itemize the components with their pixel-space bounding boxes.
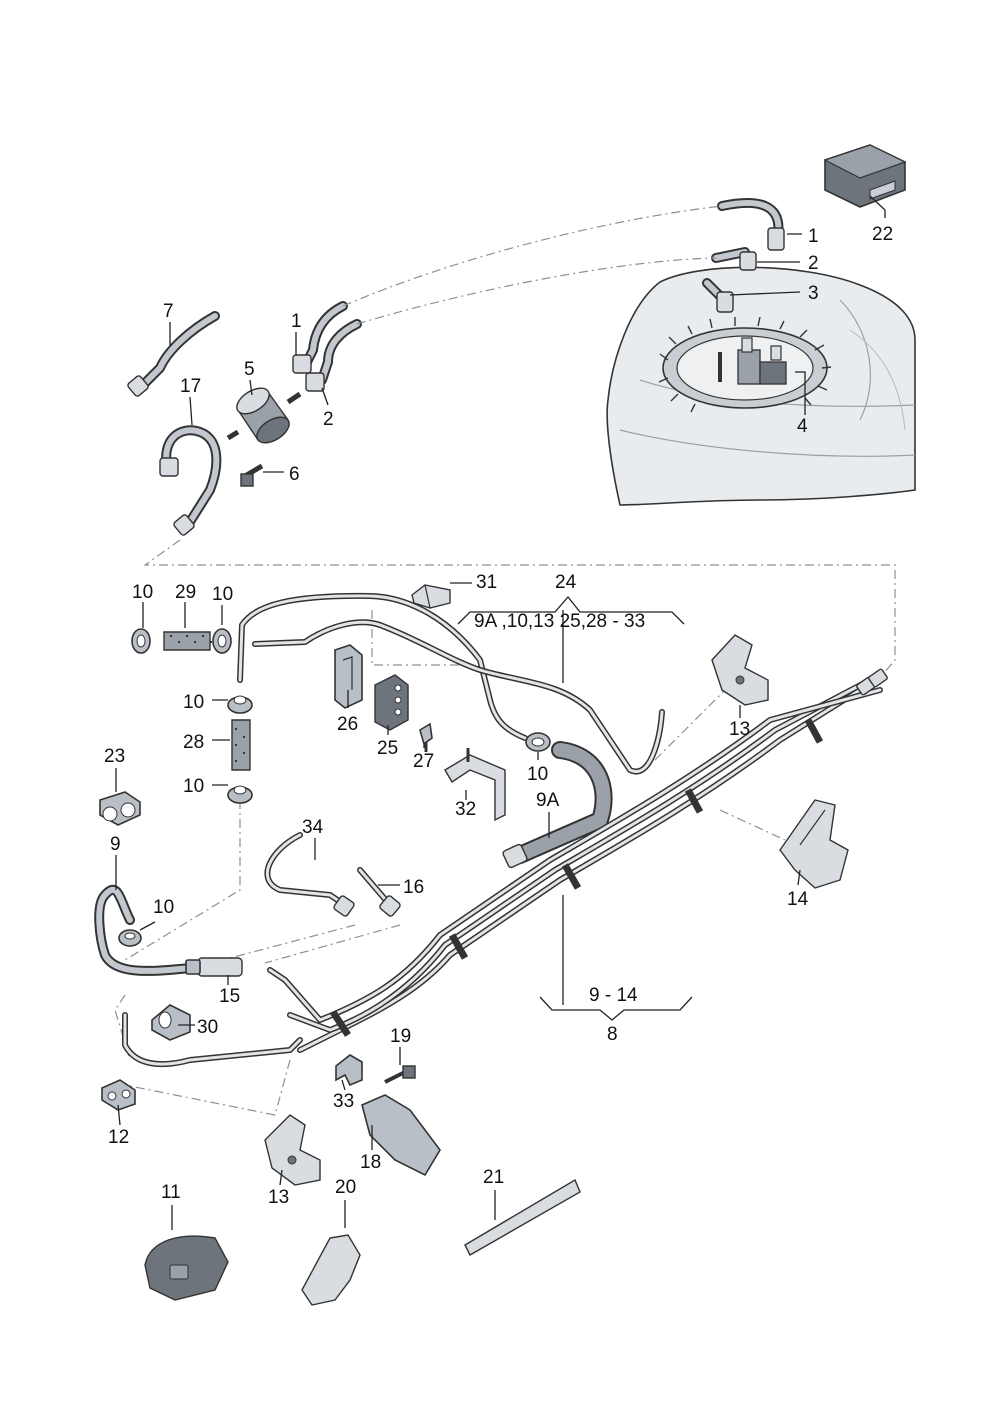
clamp-10-c <box>227 695 253 714</box>
connector-15 <box>185 957 243 977</box>
cover-18 <box>361 1094 441 1177</box>
bolt-19 <box>384 1065 416 1084</box>
label-9A: 9A <box>536 790 560 811</box>
hose-9A <box>502 741 613 869</box>
connector-3 <box>702 278 734 313</box>
label-4: 4 <box>797 416 808 437</box>
clip-30 <box>151 1004 191 1041</box>
label-1-left: 1 <box>291 311 302 332</box>
label-23: 23 <box>104 746 125 767</box>
bracket-32 <box>444 748 506 822</box>
tank-ring-teeth <box>658 316 832 413</box>
screw-6 <box>240 463 264 487</box>
clamp-10-e <box>525 732 551 752</box>
label-10-e: 10 <box>527 764 548 785</box>
clamp-10-d <box>227 785 253 804</box>
label-13-right: 13 <box>729 719 750 740</box>
hose-34 <box>264 832 355 917</box>
label-25: 25 <box>377 738 398 759</box>
label-10-d: 10 <box>183 776 204 797</box>
rail-21 <box>464 1178 581 1256</box>
label-20: 20 <box>335 1177 356 1198</box>
connection-lines <box>114 205 896 1116</box>
hose-7 <box>127 311 220 397</box>
clip-12 <box>101 1079 136 1111</box>
part-labels: 1 2 3 4 22 7 1 5 2 17 6 10 29 10 31 24 9… <box>104 224 893 1208</box>
label-21: 21 <box>483 1167 504 1188</box>
label-8: 8 <box>607 1024 618 1045</box>
group-bracket-8 <box>539 996 693 1021</box>
bundle-clips <box>330 718 824 1037</box>
group-bracket-24 <box>457 595 685 625</box>
connector-2-top <box>711 247 757 271</box>
label-13-bottom: 13 <box>268 1187 289 1208</box>
bracket-13-right <box>711 634 769 706</box>
label-3: 3 <box>808 283 819 304</box>
group-8-contents: 9 - 14 <box>589 985 638 1006</box>
label-24: 24 <box>555 572 577 593</box>
hose-17 <box>159 425 222 536</box>
label-32: 32 <box>455 799 476 820</box>
label-10-f: 10 <box>153 897 174 918</box>
label-33: 33 <box>333 1091 354 1112</box>
bolt-27 <box>419 722 433 752</box>
label-17: 17 <box>180 376 201 397</box>
label-12: 12 <box>108 1127 129 1148</box>
label-26: 26 <box>337 714 358 735</box>
label-29: 29 <box>175 582 196 603</box>
label-2-left: 2 <box>323 409 334 430</box>
label-10-b: 10 <box>212 584 233 605</box>
cover-11 <box>144 1235 229 1301</box>
supply-hose-upper <box>717 198 785 251</box>
label-15: 15 <box>219 986 240 1007</box>
label-27: 27 <box>413 751 434 772</box>
bracket-13-bottom <box>264 1114 321 1186</box>
hose-1-left <box>292 301 348 374</box>
holder-26 <box>334 644 363 709</box>
control-unit <box>823 144 907 208</box>
hose-9 <box>94 884 225 976</box>
fuel-filter <box>226 387 302 444</box>
label-9: 9 <box>110 834 121 855</box>
hose-29 <box>163 631 212 651</box>
label-31: 31 <box>476 572 497 593</box>
label-16: 16 <box>403 877 424 898</box>
label-10-c: 10 <box>183 692 204 713</box>
line-assembly-24 <box>237 592 665 775</box>
leader-lines <box>115 195 886 1230</box>
label-30: 30 <box>197 1017 218 1038</box>
holder-25 <box>374 674 409 731</box>
label-6: 6 <box>289 464 300 485</box>
hose-28 <box>231 719 251 771</box>
group-24-contents: 9A ,10,13 25,28 - 33 <box>474 611 645 632</box>
label-34: 34 <box>302 817 324 838</box>
clamp-10-a <box>131 628 151 654</box>
holder-33 <box>335 1054 363 1087</box>
clamp-10-f <box>118 929 142 947</box>
clip-31 <box>411 584 451 609</box>
label-19: 19 <box>390 1026 411 1047</box>
label-7: 7 <box>163 301 174 322</box>
bracket-14 <box>779 799 849 889</box>
label-28: 28 <box>183 732 204 753</box>
clamp-10-b <box>212 628 232 654</box>
pipe-16 <box>357 867 401 917</box>
fuel-tank <box>606 266 916 506</box>
label-22: 22 <box>872 224 893 245</box>
label-5: 5 <box>244 359 255 380</box>
bracket-20 <box>301 1234 361 1306</box>
line-bundle-8 <box>122 668 888 1068</box>
label-18: 18 <box>360 1152 381 1173</box>
label-10-a: 10 <box>132 582 153 603</box>
clip-23 <box>99 791 141 826</box>
label-2-top: 2 <box>808 253 819 274</box>
label-1-top: 1 <box>808 226 819 247</box>
label-11: 11 <box>161 1182 181 1203</box>
label-14: 14 <box>787 889 809 910</box>
hose-2-left <box>305 319 362 392</box>
